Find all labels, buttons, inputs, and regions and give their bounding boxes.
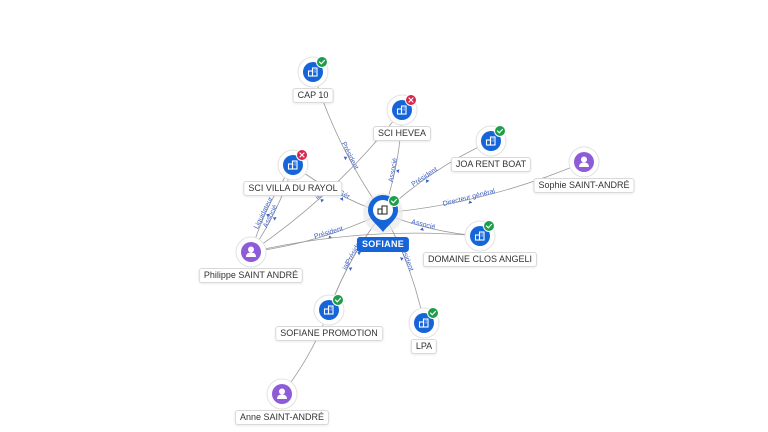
- edge-label: Directeur général: [442, 188, 496, 208]
- node-label-cap10[interactable]: CAP 10: [292, 88, 334, 103]
- node-label-philippe[interactable]: Philippe SAINT ANDRÉ: [198, 268, 304, 283]
- node-sofianepromo[interactable]: [313, 294, 345, 326]
- node-label-scivilla[interactable]: SCI VILLA DU RAYOL: [243, 181, 343, 196]
- check-icon: [427, 307, 439, 319]
- node-cap10[interactable]: [297, 56, 329, 88]
- node-domaine[interactable]: [464, 220, 496, 252]
- node-joarentboat[interactable]: [475, 125, 507, 157]
- edge-arrow-icon: [400, 257, 404, 261]
- node-sophie[interactable]: [568, 146, 600, 178]
- building-icon: [307, 67, 318, 77]
- node-scivilla[interactable]: [277, 149, 309, 181]
- edge-arrow-icon: [320, 198, 325, 203]
- node-label-domaine[interactable]: DOMAINE CLOS ANGELI: [422, 252, 538, 267]
- node-label-sofianepromo[interactable]: SOFIANE PROMOTION: [275, 326, 383, 341]
- node-label-anne[interactable]: Anne SAINT-ANDRÉ: [234, 410, 330, 425]
- check-icon: [494, 125, 506, 137]
- edge-label: Associé: [388, 157, 399, 182]
- nodes-layer: [235, 56, 600, 410]
- person-icon: [579, 156, 589, 167]
- edge-line: [250, 232, 481, 253]
- check-icon: [388, 195, 400, 207]
- edge-label: Président: [410, 166, 439, 188]
- edge-arrow-icon: [272, 217, 277, 221]
- edge: [250, 232, 481, 253]
- edge-label: Gér: [337, 189, 351, 201]
- person-icon: [277, 388, 287, 399]
- building-icon: [396, 105, 407, 115]
- edge-arrow-icon: [395, 169, 400, 174]
- node-philippe[interactable]: [235, 236, 267, 268]
- edge-arrow-icon: [426, 179, 430, 183]
- node-label-joarentboat[interactable]: JOA RENT BOAT: [450, 157, 532, 172]
- edge-arrow-icon: [357, 251, 362, 256]
- check-icon: [316, 56, 328, 68]
- edge-label: ie: [315, 193, 324, 202]
- node-center[interactable]: [363, 193, 403, 233]
- node-lpa[interactable]: [408, 307, 440, 339]
- node-label-sophie[interactable]: Sophie SAINT-ANDRÉ: [533, 178, 635, 193]
- edge-arrow-icon: [419, 227, 424, 231]
- edge-arrow-icon: [348, 267, 353, 271]
- edge-arrow-icon: [343, 156, 348, 161]
- edge-arrow-icon: [468, 200, 473, 204]
- edge-arrow-icon: [266, 213, 270, 218]
- building-icon: [485, 136, 496, 146]
- node-anne[interactable]: [266, 378, 298, 410]
- edge-label: Président: [340, 141, 359, 171]
- building-icon: [418, 318, 429, 328]
- check-icon: [332, 294, 344, 306]
- edge-label: ial: [342, 261, 352, 271]
- edge-line: [382, 161, 585, 214]
- building-icon: [323, 305, 334, 315]
- edge-arrow-icon: [339, 197, 344, 201]
- check-icon: [483, 220, 495, 232]
- node-label-lpa[interactable]: LPA: [410, 339, 438, 354]
- node-label-scihevea[interactable]: SCI HEVEA: [372, 126, 432, 141]
- building-icon: [474, 231, 485, 241]
- close-icon: [405, 94, 417, 106]
- person-icon: [246, 246, 256, 257]
- close-icon: [296, 149, 308, 161]
- node-scihevea[interactable]: [386, 94, 418, 126]
- building-icon: [377, 205, 388, 215]
- building-icon: [287, 160, 298, 170]
- node-label-center[interactable]: SOFIANE: [356, 237, 410, 252]
